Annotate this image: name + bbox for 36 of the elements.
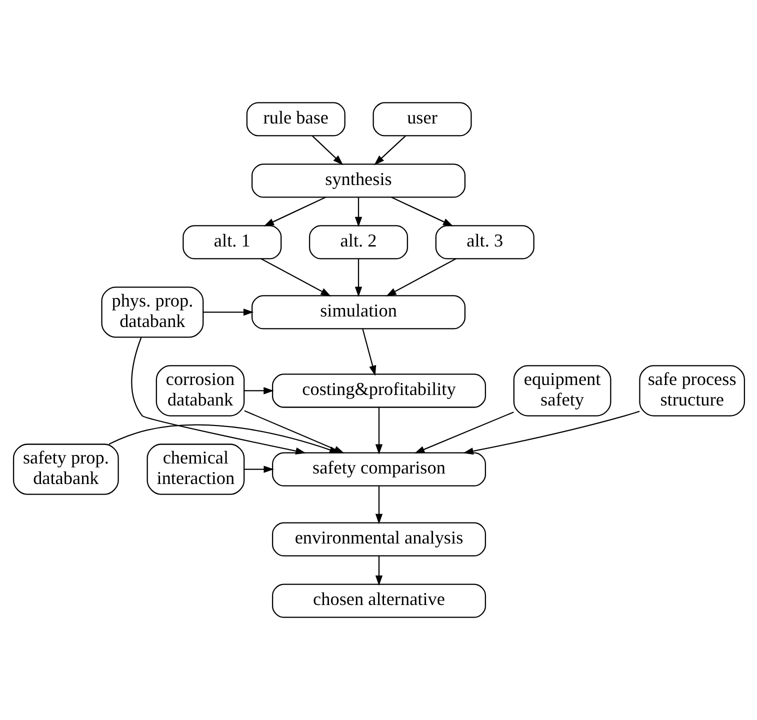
arrow <box>385 258 456 296</box>
node-box: phys. prop. databank <box>100 286 204 338</box>
arrow <box>263 196 326 226</box>
arrow <box>374 486 382 524</box>
arrow <box>354 197 362 228</box>
arrow <box>414 412 514 454</box>
arrow <box>244 387 274 394</box>
node-box: safety comparison <box>271 452 486 486</box>
node-box: costing&profitability <box>271 374 486 408</box>
arrow <box>311 136 343 166</box>
arrow <box>130 337 306 455</box>
node-box: simulation <box>251 295 466 330</box>
arrow <box>260 258 331 296</box>
node-box: rule base <box>246 102 345 136</box>
arrow <box>390 196 453 226</box>
node-box: user <box>372 102 472 136</box>
arrow <box>374 135 406 166</box>
node-box: equipment safety <box>512 365 611 416</box>
node-box: environmental analysis <box>271 522 486 556</box>
node-box: alt. 2 <box>308 225 408 260</box>
node-box: safety prop. databank <box>12 444 118 495</box>
arrow <box>362 328 376 376</box>
node-box: alt. 3 <box>434 225 534 260</box>
arrow <box>108 424 340 454</box>
arrow <box>202 308 254 316</box>
node-box: alt. 1 <box>182 225 282 260</box>
node-box: chosen alternative <box>271 584 486 618</box>
arrow <box>354 258 362 297</box>
arrow <box>374 407 382 454</box>
node-box: chemical interaction <box>146 444 244 495</box>
arrow <box>462 410 640 455</box>
node-box: corrosion databank <box>155 365 244 416</box>
node-box: safe process structure <box>638 365 745 416</box>
node-box: synthesis <box>251 164 466 198</box>
arrow <box>244 466 274 473</box>
arrow <box>374 556 382 586</box>
